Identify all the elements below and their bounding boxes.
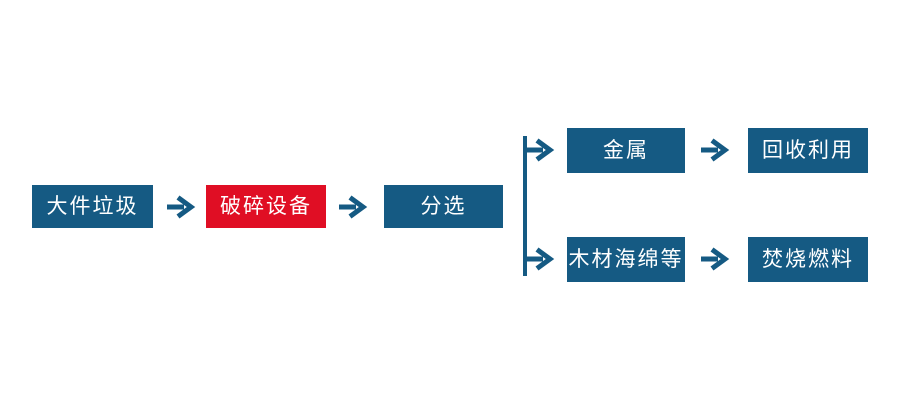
node-recycling: 回收利用 xyxy=(748,128,868,173)
branch-connector-line xyxy=(523,136,527,276)
right-arrow-icon xyxy=(701,247,730,271)
node-wood-sponge: 木材海绵等 xyxy=(567,237,685,282)
node-metal-label: 金属 xyxy=(603,138,649,162)
node-crushing-equipment: 破碎设备 xyxy=(206,185,326,228)
right-arrow-icon xyxy=(167,195,196,219)
node-incineration-fuel-label: 焚烧燃料 xyxy=(762,247,854,271)
node-wood-sponge-label: 木材海绵等 xyxy=(568,247,684,271)
node-bulky-waste: 大件垃圾 xyxy=(32,185,153,228)
right-arrow-icon xyxy=(339,195,368,219)
node-sorting-label: 分选 xyxy=(420,194,467,218)
node-recycling-label: 回收利用 xyxy=(762,138,854,162)
node-metal: 金属 xyxy=(567,128,685,173)
node-crushing-equipment-label: 破碎设备 xyxy=(220,194,312,218)
branch-right-arrow-icon xyxy=(525,247,555,271)
branch-right-arrow-icon xyxy=(525,138,555,162)
right-arrow-icon xyxy=(701,138,730,162)
node-bulky-waste-label: 大件垃圾 xyxy=(46,194,139,218)
node-sorting: 分选 xyxy=(384,185,503,228)
node-incineration-fuel: 焚烧燃料 xyxy=(748,237,868,282)
